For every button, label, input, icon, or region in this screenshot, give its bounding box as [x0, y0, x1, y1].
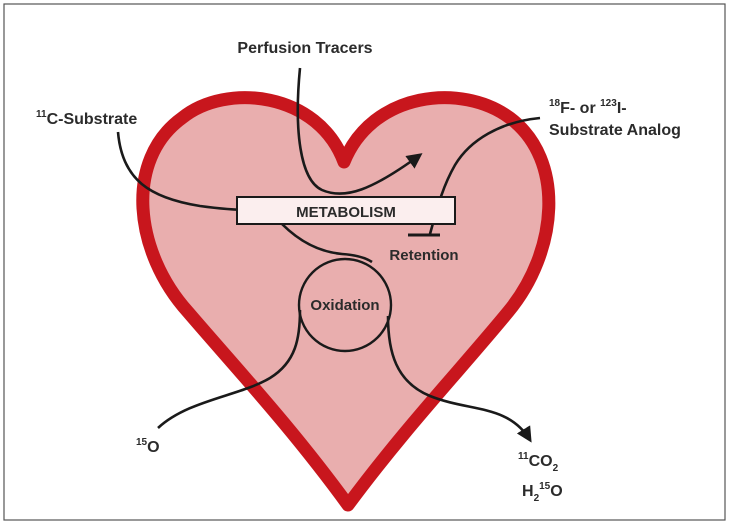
analog-superscript-18: 18 [549, 98, 561, 109]
h2o-o: O [550, 483, 562, 500]
h2o-superscript: 15 [539, 481, 551, 492]
c11-superscript: 11 [36, 109, 47, 120]
c11-text: C-Substrate [47, 111, 138, 128]
analog-text-mid: F- or [560, 100, 600, 117]
o15-label: 15O [136, 437, 160, 456]
h2o-label: H215O [522, 481, 563, 504]
analog-superscript-123: 123 [600, 98, 617, 109]
metabolism-to-oxidation-line [281, 223, 373, 264]
o15-superscript: 15 [136, 437, 148, 448]
retention-label: Retention [389, 247, 458, 264]
oxidation-products-arrow [386, 315, 532, 443]
substrate-analog-label-line1: 18F- or 123I- [549, 98, 627, 117]
metabolism-box [236, 196, 456, 225]
co2-label: 11CO2 [518, 451, 559, 474]
metabolism-label: METABOLISM [296, 204, 396, 221]
perfusion-tracer-arrow [296, 67, 423, 195]
oxidation-label: Oxidation [310, 297, 379, 314]
substrate-analog-label-line2: Substrate Analog [549, 122, 681, 139]
figure-frame [3, 3, 726, 521]
c11-substrate-label: 11C-Substrate [36, 109, 137, 128]
perfusion-tracers-label: Perfusion Tracers [237, 40, 372, 57]
c11-substrate-line [116, 131, 251, 212]
o15-text: O [147, 439, 159, 456]
co2-subscript: 2 [553, 463, 559, 474]
co2-text: CO [529, 453, 553, 470]
h2o-subscript: 2 [534, 493, 540, 504]
analog-text-end: I- [617, 100, 627, 117]
oxidation-circle [297, 257, 393, 353]
h2o-h: H [522, 483, 534, 500]
o15-line [157, 309, 302, 429]
co2-superscript: 11 [518, 451, 529, 462]
